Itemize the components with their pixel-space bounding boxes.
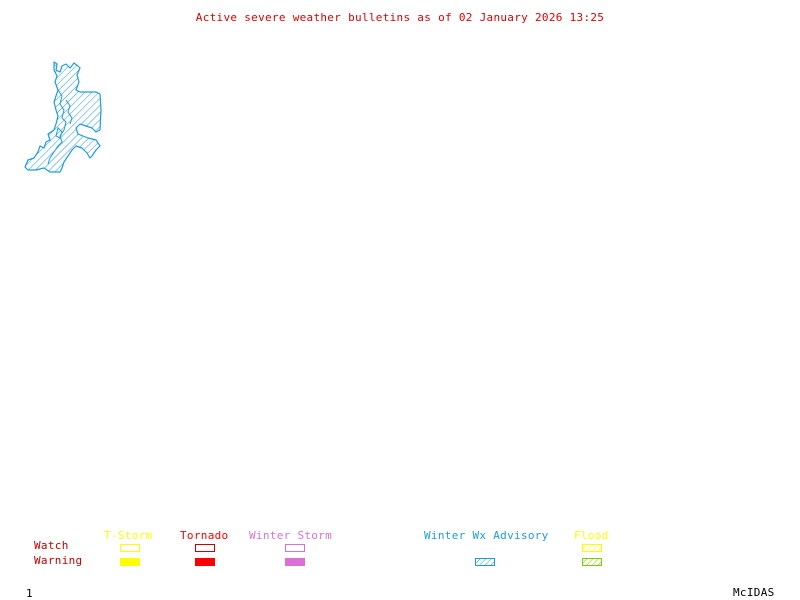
winter-storm-watch-swatch (285, 544, 305, 552)
mcidas-brand: McIDAS (733, 586, 775, 599)
winter-wx-advisory-region[interactable] (24, 61, 102, 173)
flood-warning-swatch (582, 558, 602, 566)
tornado-warning-swatch (195, 558, 215, 566)
tornado-watch-swatch (195, 544, 215, 552)
bulletin-title: Active severe weather bulletins as of 02… (195, 11, 605, 24)
legend-header-tornado: Tornado (180, 529, 229, 542)
legend-row-watch: Watch (34, 539, 69, 552)
frame-number: 1 (26, 587, 33, 600)
legend-header-winter-wx-advisory: Winter Wx Advisory (424, 529, 549, 542)
legend-header-winter-storm: Winter Storm (249, 529, 333, 542)
tstorm-warning-swatch (120, 558, 140, 566)
winter-wx-advisory-swatch (475, 558, 495, 566)
tstorm-watch-swatch (120, 544, 140, 552)
winter-storm-warning-swatch (285, 558, 305, 566)
legend-row-warning: Warning (34, 554, 83, 567)
legend-header-tstorm: T-Storm (104, 529, 153, 542)
advisory-area-shape[interactable] (24, 61, 102, 173)
flood-watch-swatch (582, 544, 602, 552)
legend-header-flood: Flood (574, 529, 609, 542)
